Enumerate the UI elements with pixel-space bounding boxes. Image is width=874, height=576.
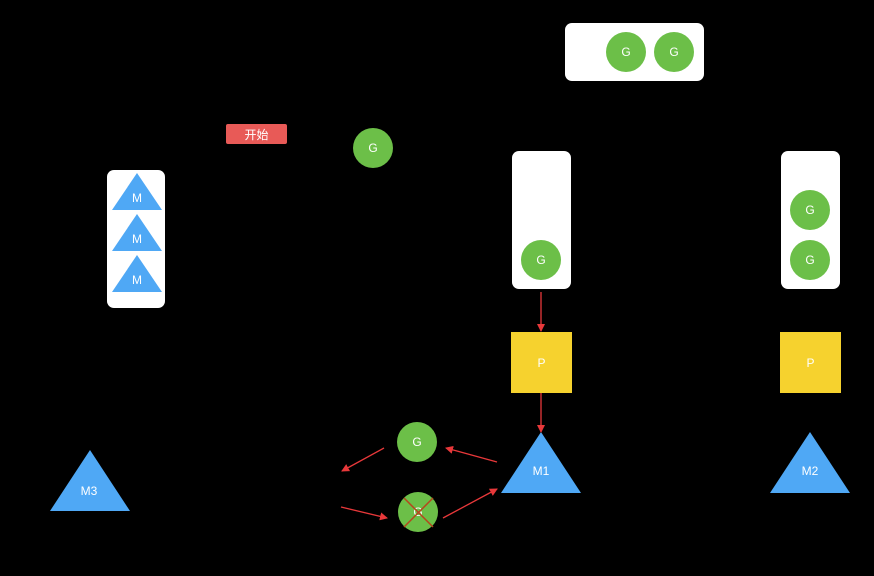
cross-icon xyxy=(403,497,434,528)
running-goroutine: G xyxy=(397,422,437,462)
start-tag: 开始 xyxy=(226,124,287,144)
arrow-in-to-finished-g xyxy=(340,506,388,521)
global-queue-goroutine: G xyxy=(606,32,646,72)
arrow-finished-g-to-m1 xyxy=(442,488,498,519)
machine-m1: M1 xyxy=(501,432,581,493)
processor-p2: P xyxy=(780,332,841,393)
processor-p1: P xyxy=(511,332,572,393)
machine-m2-label: M2 xyxy=(802,464,819,478)
arrow-m1-to-g xyxy=(445,445,498,463)
arrow-g-out xyxy=(341,447,385,472)
machine-m3: M3 xyxy=(50,450,130,511)
idle-machine: M xyxy=(112,255,162,292)
machine-m1-label: M1 xyxy=(533,464,550,478)
idle-machine: M xyxy=(112,214,162,251)
idle-machine: M xyxy=(112,173,162,210)
idle-machine-label: M xyxy=(132,273,142,287)
local-queue-goroutine: G xyxy=(790,190,830,230)
global-queue-goroutine: G xyxy=(654,32,694,72)
local-queue-goroutine: G xyxy=(790,240,830,280)
idle-machine-label: M xyxy=(132,191,142,205)
machine-m3-label: M3 xyxy=(81,484,98,498)
machine-m2: M2 xyxy=(770,432,850,493)
idle-machine-label: M xyxy=(132,232,142,246)
new-goroutine: G xyxy=(353,128,393,168)
local-queue-goroutine: G xyxy=(521,240,561,280)
